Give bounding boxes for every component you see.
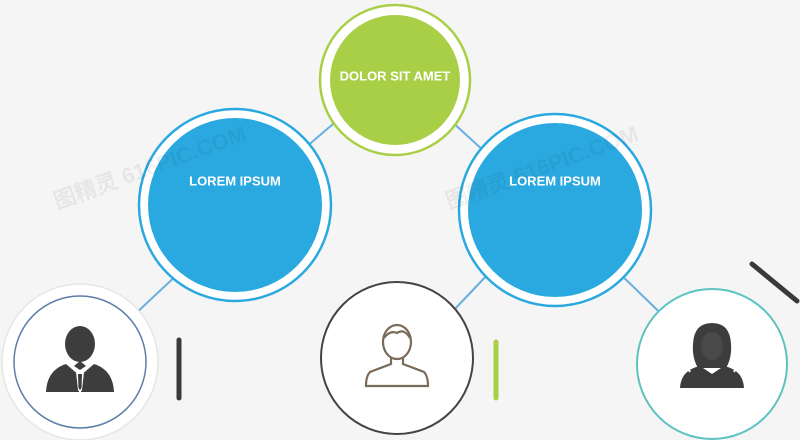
person-right	[636, 288, 788, 440]
person-center	[320, 281, 474, 435]
node-top	[318, 3, 472, 157]
node-left-fill	[148, 118, 322, 292]
businessman-icon	[46, 326, 114, 393]
node-right	[457, 112, 653, 308]
accent-bar-diagonal	[749, 261, 800, 304]
node-top-fill	[330, 15, 460, 145]
node-left	[137, 107, 333, 303]
node-right-label: LOREM IPSUM	[509, 173, 601, 189]
node-left-label: LOREM IPSUM	[189, 173, 281, 189]
node-top-label: DOLOR SIT AMET	[339, 68, 451, 84]
businesswoman-icon	[680, 323, 744, 388]
node-right-fill	[468, 123, 642, 297]
person-left	[1, 283, 159, 440]
person-outline-icon	[364, 323, 430, 388]
